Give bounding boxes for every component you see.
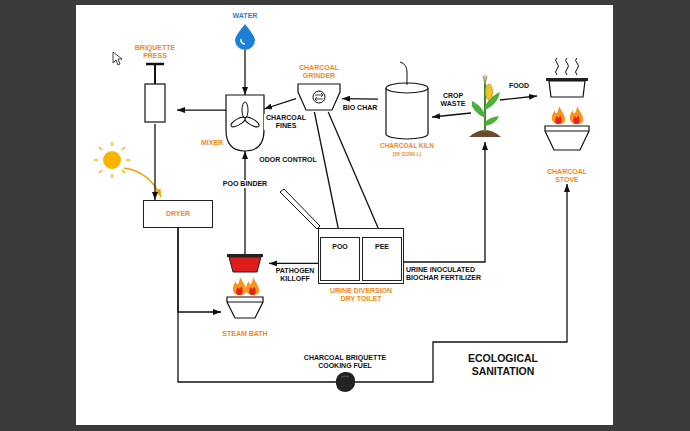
sun-rays	[94, 142, 130, 178]
flow-note: FOOD	[505, 82, 533, 90]
drop-highlight	[241, 39, 245, 44]
flow-note: URINE INOCULATED BIOCHAR FERTILIZER	[406, 266, 490, 282]
press-body	[145, 84, 165, 122]
canvas-panel	[76, 5, 613, 425]
flow-arrow	[244, 50, 245, 95]
mixer-blade	[244, 115, 261, 128]
charcoal-kiln: CHARCOAL KILN(55 G/200 L)	[378, 84, 436, 160]
flow-arrow	[177, 109, 226, 110]
node-label: DRYER	[144, 210, 212, 218]
plant-leaf	[485, 116, 499, 126]
kiln-body	[386, 88, 428, 139]
steam-lines	[556, 58, 579, 75]
flame	[246, 277, 259, 295]
mouse-cursor	[113, 52, 122, 65]
kiln-chimney	[400, 62, 407, 85]
food-arrow	[500, 96, 537, 100]
flame	[570, 106, 583, 124]
briquette-press: BRIQUETTE PRESS	[133, 44, 177, 124]
flow-arrow	[178, 228, 221, 312]
corn-cob	[486, 84, 493, 100]
flame	[552, 106, 565, 124]
charcoal-briquette	[336, 372, 355, 392]
flow-arrow	[342, 98, 378, 100]
flow-arrow	[244, 151, 245, 254]
edge-label: CHARCOAL FINES	[264, 114, 308, 130]
flow-arrow	[264, 99, 296, 109]
node-heading: CHARCOAL STOVE	[540, 168, 594, 184]
press-plunger	[154, 64, 156, 84]
charcoal-stove: CHARCOAL STOVE	[540, 58, 594, 184]
toilet-chamber: PEE	[362, 237, 402, 281]
mixer-blade	[230, 115, 247, 128]
chamber-label: PEE	[363, 243, 401, 251]
grinder-wheel	[313, 91, 325, 103]
charcoal-grinder: CHARCOAL GRINDER	[296, 64, 342, 112]
steam-bath: STEAM BATH	[221, 254, 269, 338]
node-heading: WATER	[227, 12, 263, 20]
flame	[233, 277, 246, 295]
flow-arrow	[154, 124, 155, 200]
diagram-title: ECOLOGICAL SANITATION	[456, 352, 550, 378]
flow-note: CROP WASTE	[434, 92, 472, 108]
process-box: DRYER	[143, 200, 213, 228]
plant-leaf	[470, 100, 485, 118]
toilet-chamber: POO	[320, 237, 360, 281]
flow-arrow	[328, 112, 382, 237]
water-source: WATER	[227, 12, 263, 50]
cooking-pot	[549, 81, 585, 97]
flow-arrow	[178, 184, 567, 382]
edge-label: ODOR CONTROL	[258, 156, 318, 164]
node-heading: CHARCOAL KILN	[378, 142, 436, 150]
node-heading: MIXER	[201, 139, 223, 147]
edge-label: CHARCOAL BRIQUETTE COOKING FUEL	[298, 354, 392, 370]
fertilizer-arrow	[404, 142, 485, 262]
mixer-bowl	[226, 95, 264, 151]
flow-arrow	[269, 263, 320, 264]
grinder-body	[298, 84, 340, 110]
water-drop	[235, 24, 255, 50]
mixer: MIXER	[226, 95, 264, 151]
stove-base	[545, 126, 589, 150]
capacity-note: (55 G/200 L)	[378, 151, 436, 157]
edge-label: BIO CHAR	[342, 104, 378, 112]
mixer-blade	[242, 102, 248, 118]
edge-label: POO BINDER	[220, 180, 270, 188]
chamber-label: POO	[321, 243, 359, 251]
sun	[103, 151, 121, 169]
red-container	[229, 257, 261, 272]
grinder-arrows	[315, 93, 323, 101]
corn-tassel	[483, 75, 487, 84]
node-heading: STEAM BATH	[221, 330, 269, 338]
steam-bath-base	[227, 297, 263, 318]
crop-waste-arrow	[432, 113, 471, 117]
dry-toilet: URINE DIVERSION DRY TOILETPOOPEE	[318, 228, 404, 284]
node-heading: URINE DIVERSION DRY TOILET	[326, 287, 396, 303]
node-heading: BRIQUETTE PRESS	[133, 44, 177, 60]
briquette-highlight	[341, 376, 349, 377]
node-heading: CHARCOAL GRINDER	[296, 64, 342, 80]
toilet-lid	[280, 189, 320, 229]
edge-label: PATHOGEN KILLOFF	[272, 267, 318, 283]
